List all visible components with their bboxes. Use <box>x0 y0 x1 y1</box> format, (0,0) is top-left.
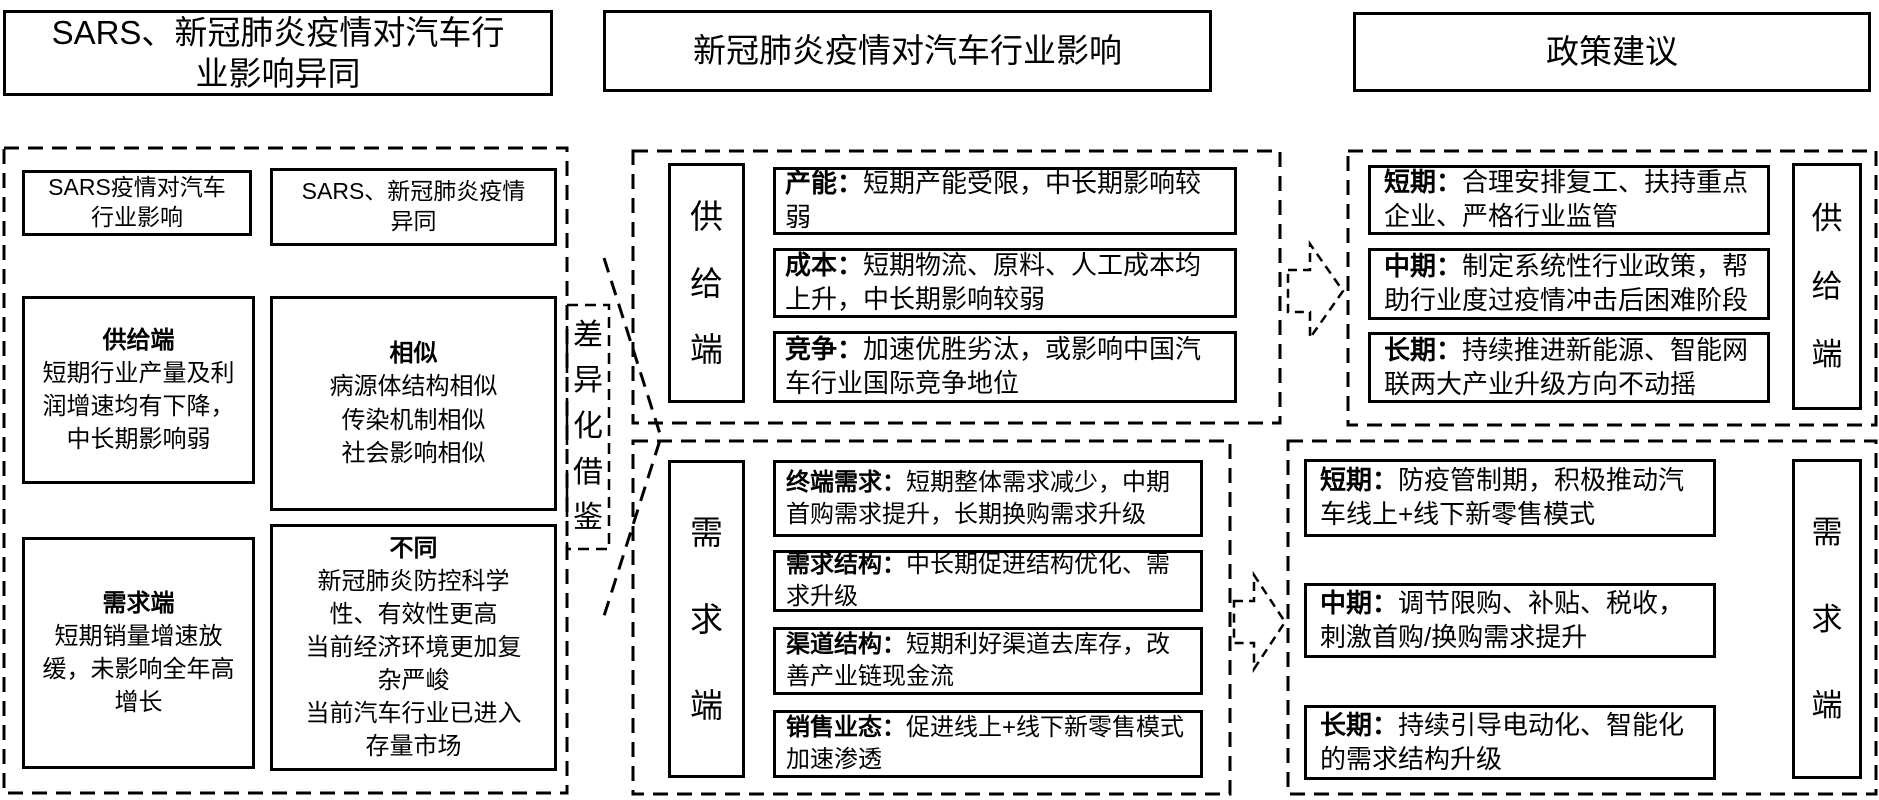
item-text: 防疫管制期，积极推动汽车线上+线下新零售模式 <box>1320 465 1685 529</box>
item-text: 中长期促进结构优化、需求升级 <box>786 551 1170 610</box>
policy-supply-mid-term-box: 中期：制定系统性行业政策，帮助行业度过疫情冲击后困难阶段 <box>1368 248 1770 320</box>
item-text: 短期产能受限，中长期影响较弱 <box>785 168 1202 232</box>
item-label: 渠道结构： <box>786 631 906 659</box>
policy-supply-dashed-container <box>1346 149 1878 427</box>
item-text: 持续引导电动化、智能化的需求结构升级 <box>1320 709 1685 774</box>
demand-side-comparison-box: 需求端 短期销量增速放缓，未影响全年高增长 <box>22 537 255 769</box>
box-body: 新冠肺炎防控科学性、有效性更高 当前经济环境更加复杂严峻 当前汽车行业已进入存量… <box>305 567 522 761</box>
impact-terminal-demand-box: 终端需求：短期整体需求减少，中期首购需求提升，长期换购需求升级 <box>773 460 1203 537</box>
item-label: 产能： <box>785 168 864 199</box>
item-label: 销售业态： <box>786 714 906 742</box>
impact-cost-box: 成本：短期物流、原料、人工成本均上升，中长期影响较弱 <box>773 248 1237 318</box>
impact-demand-dashed-container <box>631 439 1232 796</box>
item-text: 短期整体需求减少，中期首购需求提升，长期换购需求升级 <box>786 468 1170 528</box>
impact-title: 新冠肺炎疫情对汽车行业影响 <box>603 10 1212 92</box>
box-title: 供给端 <box>102 326 175 354</box>
similar-box: 相似 病源体结构相似 传染机制相似 社会影响相似 <box>270 296 557 511</box>
flow-arrow-bottom-icon <box>1232 570 1287 674</box>
sars-impact-header-box: SARS疫情对汽车 行业影响 <box>22 170 252 236</box>
policy-title: 政策建议 <box>1353 12 1871 92</box>
item-label: 成本： <box>785 250 864 281</box>
policy-demand-short-term-box: 短期：防疫管制期，积极推动汽车线上+线下新零售模式 <box>1304 459 1716 537</box>
item-label: 中期： <box>1384 251 1463 282</box>
policy-demand-dashed-container <box>1286 439 1878 796</box>
policy-demand-label: 需求端 <box>1792 459 1862 779</box>
impact-supply-dashed-container <box>631 149 1282 425</box>
impact-supply-label: 供给端 <box>668 163 745 403</box>
item-label: 需求结构： <box>786 551 906 579</box>
impact-demand-label: 需求端 <box>668 460 745 778</box>
box-body: 短期行业产量及利润增速均有下降，中长期影响弱 <box>42 359 235 454</box>
policy-supply-label: 供给端 <box>1792 163 1862 410</box>
policy-demand-mid-term-box: 中期：调节限购、补贴、税收，刺激首购/换购需求提升 <box>1304 583 1716 658</box>
different-box: 不同 新冠肺炎防控科学性、有效性更高 当前经济环境更加复杂严峻 当前汽车行业已进… <box>270 524 557 771</box>
bridge-label: 差异化借鉴 <box>573 318 603 535</box>
impact-sales-mode-box: 销售业态：促进线上+线下新零售模式加速渗透 <box>773 710 1203 778</box>
box-title: 需求端 <box>102 589 175 617</box>
item-text: 调节限购、补贴、税收，刺激首购/换购需求提升 <box>1320 587 1685 652</box>
impact-demand-structure-box: 需求结构：中长期促进结构优化、需求升级 <box>773 550 1203 612</box>
item-text: 持续推进新能源、智能网联两大产业升级方向不动摇 <box>1384 334 1749 399</box>
impact-channel-structure-box: 渠道结构：短期利好渠道去库存，改善产业链现金流 <box>773 627 1203 695</box>
item-label: 短期： <box>1384 167 1463 198</box>
supply-side-comparison-box: 供给端 短期行业产量及利润增速均有下降，中长期影响弱 <box>22 296 255 484</box>
flow-arrow-top-icon <box>1286 240 1345 342</box>
item-label: 长期： <box>1320 709 1399 740</box>
policy-supply-long-term-box: 长期：持续推进新能源、智能网联两大产业升级方向不动摇 <box>1368 332 1770 403</box>
comparison-title: SARS、新冠肺炎疫情对汽车行 业影响异同 <box>3 10 553 96</box>
item-label: 中期： <box>1320 587 1399 618</box>
item-text: 加速优胜劣汰，或影响中国汽车行业国际竞争地位 <box>785 334 1202 398</box>
item-label: 竞争： <box>785 334 864 365</box>
box-title: 不同 <box>389 534 438 562</box>
item-text: 促进线上+线下新零售模式加速渗透 <box>786 714 1185 773</box>
item-text: 合理安排复工、扶持重点企业、严格行业监管 <box>1384 167 1749 231</box>
box-body: 短期销量增速放缓，未影响全年高增长 <box>42 622 235 717</box>
item-text: 短期利好渠道去库存，改善产业链现金流 <box>786 631 1170 690</box>
item-label: 短期： <box>1320 465 1399 496</box>
bridge-label-box <box>565 303 611 551</box>
bridge-arrow-chevron-icon <box>602 257 663 617</box>
impact-capacity-box: 产能：短期产能受限，中长期影响较弱 <box>773 167 1237 235</box>
box-title: 相似 <box>389 340 438 368</box>
impact-competition-box: 竞争：加速优胜劣汰，或影响中国汽车行业国际竞争地位 <box>773 331 1237 403</box>
comparison-dashed-container <box>2 146 569 795</box>
policy-demand-long-term-box: 长期：持续引导电动化、智能化的需求结构升级 <box>1304 705 1716 780</box>
box-body: 病源体结构相似 传染机制相似 社会影响相似 <box>329 373 498 467</box>
item-label: 终端需求： <box>786 468 906 496</box>
item-label: 长期： <box>1384 334 1463 365</box>
similar-diff-header-box: SARS、新冠肺炎疫情 异同 <box>270 168 557 246</box>
item-text: 制定系统性行业政策，帮助行业度过疫情冲击后困难阶段 <box>1384 251 1749 315</box>
item-text: 短期物流、原料、人工成本均上升，中长期影响较弱 <box>785 250 1202 314</box>
policy-supply-short-term-box: 短期：合理安排复工、扶持重点企业、严格行业监管 <box>1368 165 1770 235</box>
